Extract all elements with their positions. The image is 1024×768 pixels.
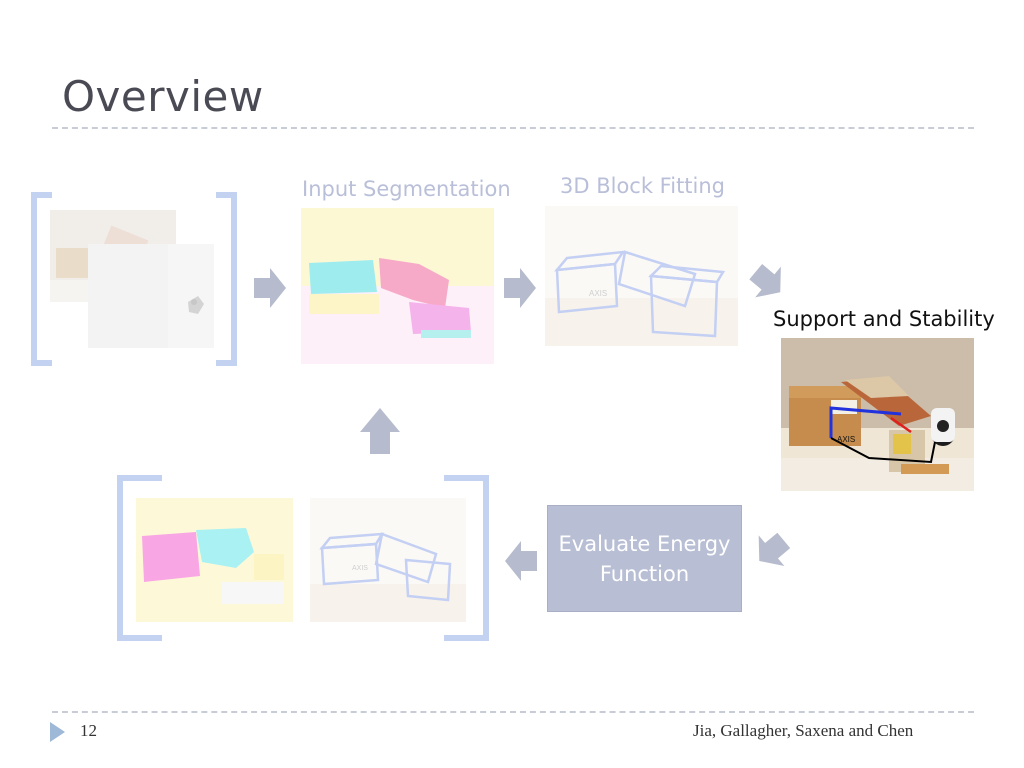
block-fitting-label: 3D Block Fitting [560,174,726,198]
flow-arrow-right-2 [504,268,538,308]
page-number: 12 [80,721,97,740]
support-stability-image: AXIS [781,338,974,491]
candidate-segmentation [136,498,293,622]
candidate-blocks: AXIS [310,498,466,622]
svg-text:AXIS: AXIS [589,289,607,298]
title-divider [52,127,974,129]
flow-arrow-left [503,541,537,581]
svg-text:AXIS: AXIS [837,435,855,444]
flow-arrow-diag-2 [750,532,790,572]
triangle-right-icon [50,722,66,742]
candidate-group: AXIS [114,474,492,642]
flow-arrow-up [360,406,400,454]
evaluate-energy-label: Evaluate Energy Function [558,531,731,586]
footer-authors: Jia, Gallagher, Saxena and Chen [693,721,914,740]
candidate-bracket [117,475,489,641]
evaluate-energy-box: Evaluate Energy Function [547,505,742,612]
input-image-group [28,192,240,366]
input-image-bracket [31,192,237,366]
input-segmentation-label: Input Segmentation [302,177,511,201]
flow-arrow-right-1 [254,268,288,308]
flow-arrow-diag-1 [748,262,788,302]
svg-text:AXIS: AXIS [352,565,368,572]
footer-divider [52,711,974,713]
slide-title: Overview [62,72,264,121]
segmentation-image [301,208,494,364]
depth-image [88,244,214,348]
block-fitting-image: AXIS [545,206,738,346]
support-stability-label: Support and Stability [773,307,995,331]
